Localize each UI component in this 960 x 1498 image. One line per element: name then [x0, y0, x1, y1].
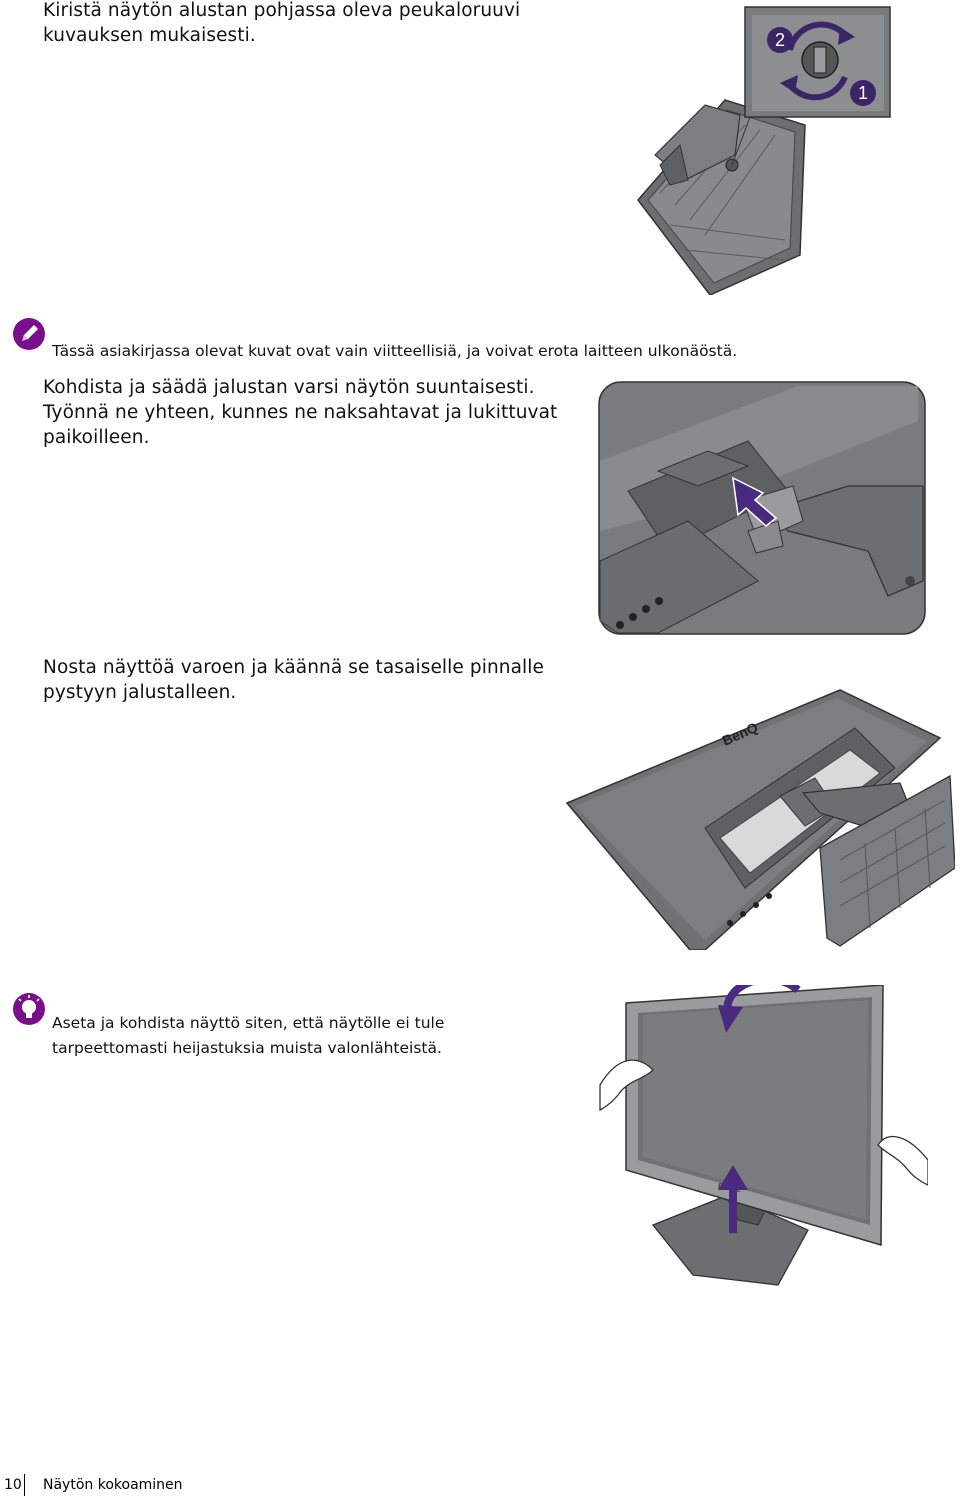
- step-3-line-2: pystyyn jalustalleen.: [43, 682, 237, 703]
- step-3-line-1: Nosta näyttöä varoen ja käännä se tasais…: [43, 657, 544, 678]
- note-2-text: Aseta ja kohdista näyttö siten, että näy…: [52, 1011, 572, 1061]
- note-1-text: Tässä asiakirjassa olevat kuvat ovat vai…: [52, 339, 772, 364]
- lift-arrow-icon: [718, 1165, 748, 1190]
- lightbulb-icon: [13, 993, 45, 1025]
- note-2-line-1: Aseta ja kohdista näyttö siten, että näy…: [52, 1014, 445, 1032]
- step-2-text: Kohdista ja säädä jalustan varsi näytön …: [43, 375, 583, 450]
- illustration-base-thumbscrew: 2 1: [630, 5, 895, 295]
- base-thumbscrew-drawing: 2 1: [637, 6, 891, 295]
- push-arrow-icon: [732, 476, 778, 527]
- step-3-text: Nosta näyttöä varoen ja käännä se tasais…: [43, 655, 563, 705]
- step-2-line-1: Kohdista ja säädä jalustan varsi näytön …: [43, 377, 535, 398]
- footer-divider: [24, 1474, 25, 1496]
- illustration-attach-arm: [598, 381, 926, 635]
- note-2-line-2: tarpeettomasti heijastuksia muista valon…: [52, 1039, 442, 1057]
- step-2-line-2: Työnnä ne yhteen, kunnes ne naksahtavat …: [43, 402, 558, 423]
- callout-number-2: 2: [775, 30, 785, 50]
- monitor-upright-drawing: BenQ: [599, 985, 928, 1286]
- step-1-line-1: Kiristä näytön alustan pohjassa oleva pe…: [43, 0, 521, 21]
- note-1-line-1: Tässä asiakirjassa olevat kuvat ovat vai…: [52, 342, 738, 360]
- illustration-monitor-back: BenQ: [565, 688, 955, 950]
- attach-arm-drawing: [598, 381, 926, 635]
- hands-drawing: [599, 1059, 928, 1186]
- monitor-back-drawing: BenQ: [565, 689, 955, 950]
- callout-number-1: 1: [858, 83, 868, 103]
- screw-callout: 2 1: [731, 6, 891, 166]
- page-number: 10: [4, 1477, 22, 1493]
- step-2-line-3: paikoilleen.: [43, 427, 150, 448]
- illustration-monitor-upright: BenQ: [598, 985, 928, 1291]
- footer-section-title: Näytön kokoaminen: [43, 1477, 183, 1493]
- step-1-line-2: kuvauksen mukaisesti.: [43, 25, 256, 46]
- rotate-arrow-top-icon: [718, 1005, 743, 1033]
- step-1-text: Kiristä näytön alustan pohjassa oleva pe…: [43, 0, 563, 48]
- pencil-icon: [13, 318, 45, 350]
- stand-base: [637, 99, 806, 295]
